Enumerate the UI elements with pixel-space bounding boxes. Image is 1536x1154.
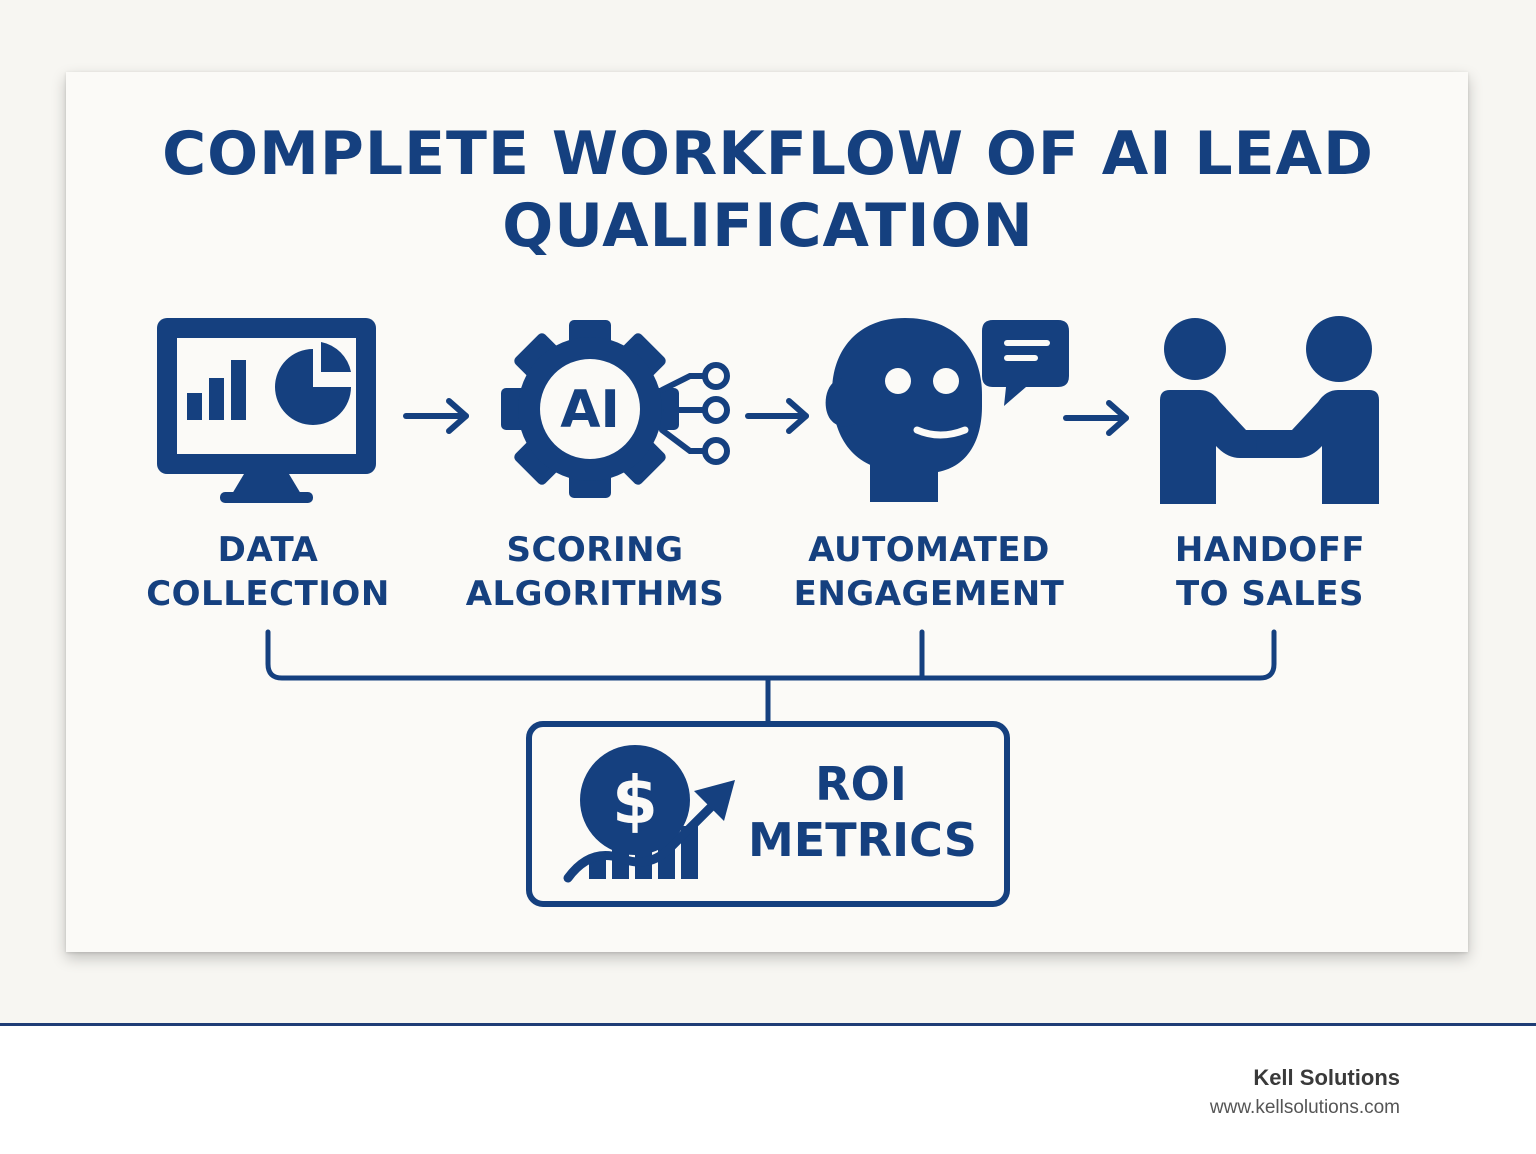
title-line-1: COMPLETE WORKFLOW OF AI LEAD xyxy=(162,119,1374,189)
dollar-growth-icon: $ xyxy=(563,745,735,883)
step-label-data-collection: DATA COLLECTION xyxy=(146,530,390,614)
brand-url: www.kellsolutions.com xyxy=(1209,1097,1400,1118)
ai-gear-icon: AI xyxy=(501,320,730,498)
arrow-right-icon xyxy=(745,398,809,434)
brand-block: Kell Solutions www.kellsolutions.com xyxy=(1210,1064,1400,1124)
bracket-connector xyxy=(265,629,1277,725)
step-label-scoring-algorithms: SCORING ALGORITHMS xyxy=(465,530,725,614)
dollar-sign-icon: $ xyxy=(612,762,658,839)
brand-name: Kell Solutions xyxy=(1253,1065,1400,1090)
arrow-right-icon xyxy=(1063,400,1129,436)
chatbot-head-icon xyxy=(825,318,1069,502)
diagram-title: COMPLETE WORKFLOW OF AI LEAD QUALIFICATI… xyxy=(0,118,1536,262)
footer-divider xyxy=(0,1023,1536,1026)
arrow-right-icon xyxy=(403,398,469,434)
roi-metrics-label: ROI METRICS xyxy=(748,757,977,867)
footer xyxy=(0,1026,1536,1154)
step-label-handoff-to-sales: HANDOFF TO SALES xyxy=(1174,530,1366,614)
step-label-automated-engagement: AUTOMATED ENGAGEMENT xyxy=(793,530,1065,614)
title-line-2: QUALIFICATION xyxy=(502,191,1034,261)
handshake-icon xyxy=(1160,316,1379,504)
monitor-chart-icon xyxy=(157,318,376,503)
gear-ai-text: AI xyxy=(560,380,620,440)
